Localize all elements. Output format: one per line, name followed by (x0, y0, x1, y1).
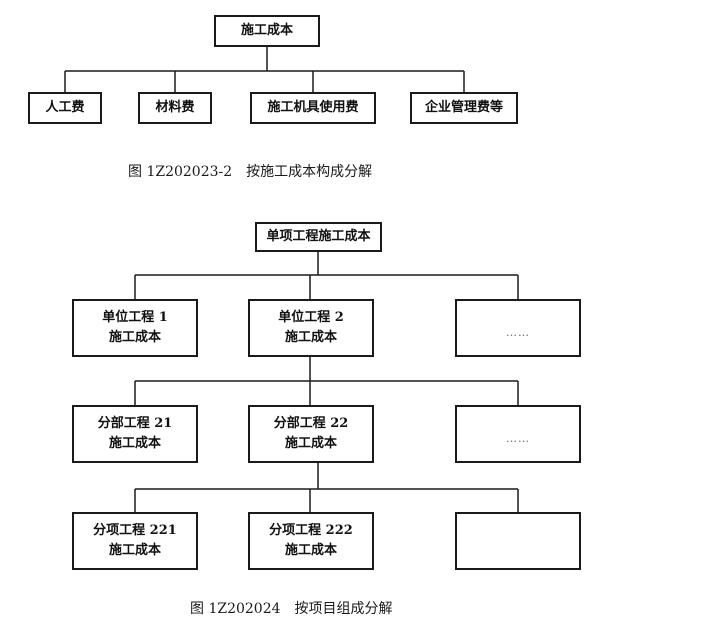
d1-caption-text: 按施工成本构成分解 (246, 164, 373, 180)
d2-l3-line2-1: 施工成本 (108, 543, 161, 558)
d2-caption: 图 1Z202024 按项目组成分解 (190, 600, 393, 618)
d2-l1-box-2: 单位工程 2 施工成本 (248, 299, 374, 357)
d2-caption-text: 按项目组成分解 (294, 601, 393, 617)
d1-child-box-3: 施工机具使用费 (250, 92, 376, 124)
d2-l1-line1-1: 单位工程 1 (102, 310, 168, 325)
d2-l1-box-1: 单位工程 1 施工成本 (72, 299, 198, 357)
d1-child-label-2: 材料费 (155, 100, 195, 115)
d2-l3-line1-1: 分项工程 221 (93, 523, 177, 538)
d2-l2-line1-1: 分部工程 21 (97, 416, 173, 431)
d2-l3-box-2: 分项工程 222 施工成本 (248, 512, 374, 570)
d2-l2-box-2: 分部工程 22 施工成本 (248, 405, 374, 463)
d1-child-box-2: 材料费 (138, 92, 212, 124)
d2-l2-line1-2: 分部工程 22 (273, 416, 349, 431)
d2-l2-box-3: …… (455, 405, 581, 463)
d2-l2-box-1: 分部工程 21 施工成本 (72, 405, 198, 463)
d2-l3-line2-2: 施工成本 (284, 543, 337, 558)
d2-caption-number: 图 1Z202024 (190, 601, 281, 617)
d1-child-box-1: 人工费 (28, 92, 102, 124)
d2-l3-box-3 (455, 512, 581, 570)
d1-child-label-1: 人工费 (45, 100, 85, 115)
d2-l3-line1-2: 分项工程 222 (269, 523, 353, 538)
d2-root-box: 单项工程施工成本 (255, 222, 382, 252)
d2-l1-line2-1: 施工成本 (108, 330, 161, 345)
d2-root-label: 单项工程施工成本 (266, 229, 371, 244)
d2-l2-ellipsis: …… (506, 432, 530, 445)
d2-l1-line1-2: 单位工程 2 (278, 310, 344, 325)
d1-child-box-4: 企业管理费等 (410, 92, 518, 124)
d1-root-label: 施工成本 (240, 23, 293, 38)
d1-root-box: 施工成本 (214, 15, 320, 47)
d1-caption: 图 1Z202023-2 按施工成本构成分解 (128, 163, 372, 181)
d2-l1-line2-2: 施工成本 (284, 330, 337, 345)
d2-l1-ellipsis: …… (506, 326, 530, 339)
d2-l1-box-3: …… (455, 299, 581, 357)
d1-child-label-3: 施工机具使用费 (267, 100, 359, 115)
d1-child-label-4: 企业管理费等 (424, 100, 503, 115)
d1-caption-number: 图 1Z202023-2 (128, 164, 233, 180)
d2-l2-line2-1: 施工成本 (108, 436, 161, 451)
d2-l3-box-1: 分项工程 221 施工成本 (72, 512, 198, 570)
d2-l2-line2-2: 施工成本 (284, 436, 337, 451)
